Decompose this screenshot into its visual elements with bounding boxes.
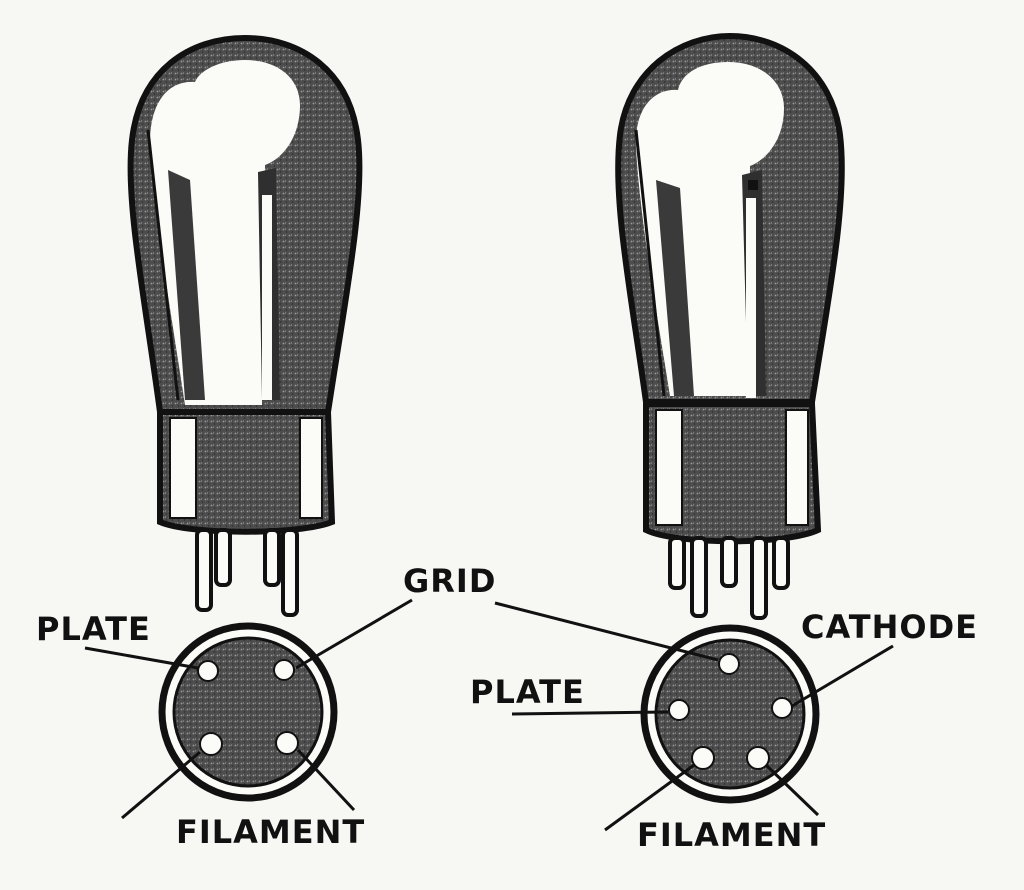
tube-four-pin [127,34,363,802]
tube2-filament-pin-left [691,746,715,770]
tube2-grid-pin [718,653,740,675]
tube1-electrode-left [168,170,205,400]
tube2-filament-pin-right [746,746,770,770]
leader-lines [84,598,894,832]
tube2-pins [668,536,790,620]
tube1-filament-pin-left [199,732,223,756]
tube2-cathode-label: CATHODE [801,608,978,646]
tube-five-pin [615,32,845,804]
tube1-grid-pin [273,659,295,681]
tube1-pins [195,528,299,617]
tube1-base [157,409,336,535]
grid-label: GRID [403,562,496,600]
tube2-filament-label: FILAMENT [637,816,826,854]
tube2-plate-pin [668,699,690,721]
tube2-plate-label: PLATE [470,673,585,711]
tube2-cathode-pin [771,697,793,719]
tube1-filament-label: FILAMENT [176,813,365,851]
tube1-plate-label: PLATE [36,610,151,648]
tube2-base [643,401,822,545]
tube1-filament-pin-right [275,731,299,755]
tube1-plate-pin [197,660,219,682]
tube2-electrode-left [656,180,694,396]
